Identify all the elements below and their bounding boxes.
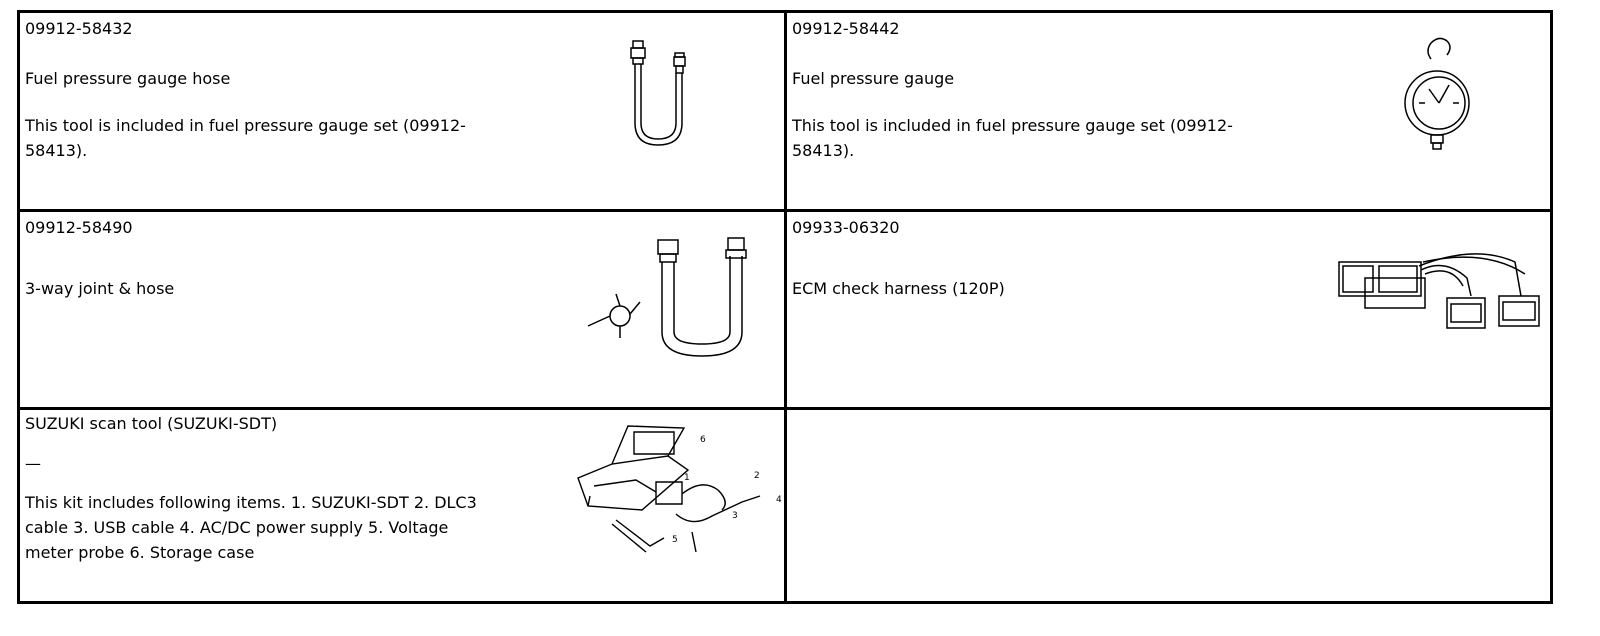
tool-name: Fuel pressure gauge [792,69,955,88]
tool-note: This tool is included in fuel pressure g… [25,116,466,160]
part-number: SUZUKI scan tool (SUZUKI-SDT) [25,414,278,433]
tool-cell: 09933-06320 ECM check harness (120P) [787,212,1550,407]
tool-cell: 09912-58432 Fuel pressure gauge hose Thi… [20,13,784,209]
tool-name: Fuel pressure gauge hose [25,69,231,88]
tool-name: 3-way joint & hose [25,279,175,298]
tool-note: This tool is included in fuel pressure g… [792,116,1233,160]
fuel-pressure-gauge-hose-icon [620,35,700,155]
callout-label: 6 [700,435,706,445]
empty-cell [787,410,1550,604]
callout-label: 2 [754,471,760,481]
callout-label: 3 [732,511,738,521]
tool-cell: 09912-58442 Fuel pressure gauge This too… [787,13,1550,209]
callout-label: 1 [684,473,690,483]
fuel-pressure-gauge-icon [1397,31,1477,151]
tool-name: — [25,454,41,473]
callout-label: 4 [776,495,782,505]
special-tools-table: 09912-58432 Fuel pressure gauge hose Thi… [17,10,1553,604]
tool-name: ECM check harness (120P) [792,279,1005,298]
tool-cell: 09912-58490 3-way joint & hose [20,212,784,407]
row-divider [20,407,1550,410]
column-divider [784,13,787,601]
three-way-joint-hose-icon [580,234,760,364]
row-divider [20,209,1550,212]
part-number: 09912-58432 [25,19,133,38]
tool-cell: SUZUKI scan tool (SUZUKI-SDT) — This kit… [20,410,784,604]
part-number: 09912-58490 [25,218,133,237]
ecm-check-harness-icon [1335,248,1545,338]
part-number: 09912-58442 [792,19,900,38]
suzuki-scan-tool-kit-icon: 6 2 3 4 5 1 [572,420,782,560]
part-number: 09933-06320 [792,218,900,237]
callout-label: 5 [672,535,678,545]
tool-note: This kit includes following items. 1. SU… [25,493,477,562]
